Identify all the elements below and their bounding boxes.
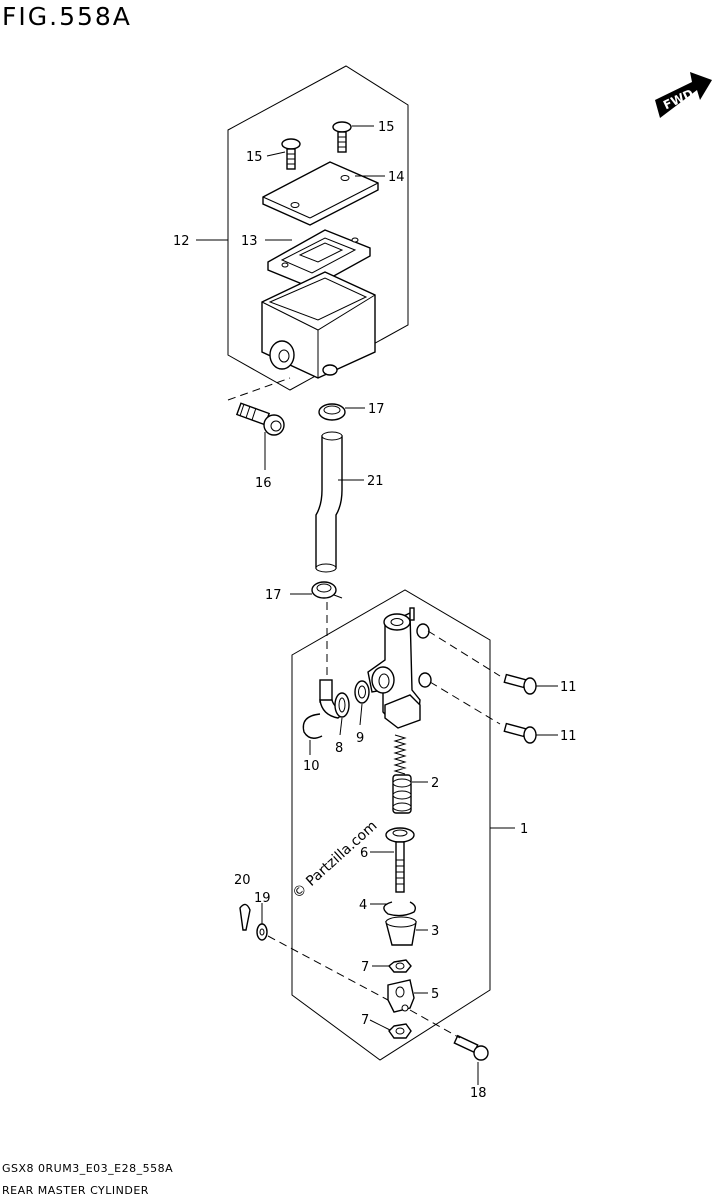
callout-21: 21 bbox=[367, 474, 384, 489]
hose-clamp-upper bbox=[318, 403, 346, 421]
callout-10: 10 bbox=[303, 759, 320, 774]
reservoir-cap bbox=[262, 161, 379, 226]
pushrod bbox=[385, 827, 415, 893]
nut-7-upper bbox=[388, 959, 412, 973]
callout-15-lower: 15 bbox=[246, 150, 263, 165]
reservoir-body bbox=[261, 271, 376, 379]
callout-11-upper: 11 bbox=[560, 680, 577, 695]
screw-15-upper bbox=[332, 121, 352, 153]
screw-leader-upper bbox=[427, 630, 501, 677]
clevis-pin-18 bbox=[453, 1034, 489, 1061]
circlip-10 bbox=[302, 713, 323, 739]
reservoir-hose bbox=[315, 431, 343, 573]
callout-7-lower: 7 bbox=[361, 1013, 369, 1028]
bolt-16 bbox=[235, 402, 285, 436]
callout-14: 14 bbox=[388, 170, 405, 185]
callout-4: 4 bbox=[359, 898, 367, 913]
callout-3: 3 bbox=[431, 924, 439, 939]
leader-lines bbox=[196, 125, 558, 1085]
callout-1: 1 bbox=[520, 822, 528, 837]
callout-11-lower: 11 bbox=[560, 729, 577, 744]
callout-2: 2 bbox=[431, 776, 439, 791]
clevis-joint bbox=[387, 979, 415, 1013]
callout-17-upper: 17 bbox=[368, 402, 385, 417]
washer-leader-dashed bbox=[267, 935, 389, 1001]
callout-13: 13 bbox=[241, 234, 258, 249]
callout-17-lower: 17 bbox=[265, 588, 282, 603]
piston-spring bbox=[392, 734, 412, 814]
fwd-arrow-icon: FWD bbox=[655, 72, 712, 118]
cotter-pin-20 bbox=[239, 903, 251, 931]
callout-6: 6 bbox=[360, 846, 368, 861]
callout-5: 5 bbox=[431, 987, 439, 1002]
callout-labels: 15 15 14 13 12 17 16 21 17 11 11 10 8 9 … bbox=[173, 120, 577, 1101]
callout-12: 12 bbox=[173, 234, 190, 249]
dust-boot bbox=[385, 916, 417, 946]
pin-leader-dashed bbox=[409, 1009, 461, 1039]
reservoir-group-outline bbox=[227, 65, 409, 391]
bolt-leader-dashed bbox=[227, 377, 291, 401]
diaphragm-plate bbox=[267, 229, 371, 289]
callout-16: 16 bbox=[255, 476, 272, 491]
cylinder-body bbox=[367, 607, 432, 729]
callout-18: 18 bbox=[470, 1086, 487, 1101]
screw-11-lower bbox=[503, 722, 537, 744]
screw-15-lower bbox=[281, 138, 301, 170]
hose-clamp-lower bbox=[311, 581, 343, 599]
nut-7-lower bbox=[388, 1023, 412, 1039]
figure-title: FIG.558A bbox=[2, 2, 132, 31]
callout-19: 19 bbox=[254, 891, 271, 906]
callout-15-upper: 15 bbox=[378, 120, 395, 135]
footer-part-name: REAR MASTER CYLINDER bbox=[2, 1184, 149, 1197]
callout-9: 9 bbox=[356, 731, 364, 746]
screw-leader-lower bbox=[429, 681, 501, 725]
callout-8: 8 bbox=[335, 741, 343, 756]
callout-7-upper: 7 bbox=[361, 960, 369, 975]
master-cylinder-group-outline bbox=[291, 589, 491, 1061]
footer-model-code: GSX8 0RUM3_E03_E28_558A bbox=[2, 1162, 174, 1175]
callout-20: 20 bbox=[234, 873, 251, 888]
screw-11-upper bbox=[503, 673, 537, 695]
snap-ring-4 bbox=[383, 901, 417, 917]
